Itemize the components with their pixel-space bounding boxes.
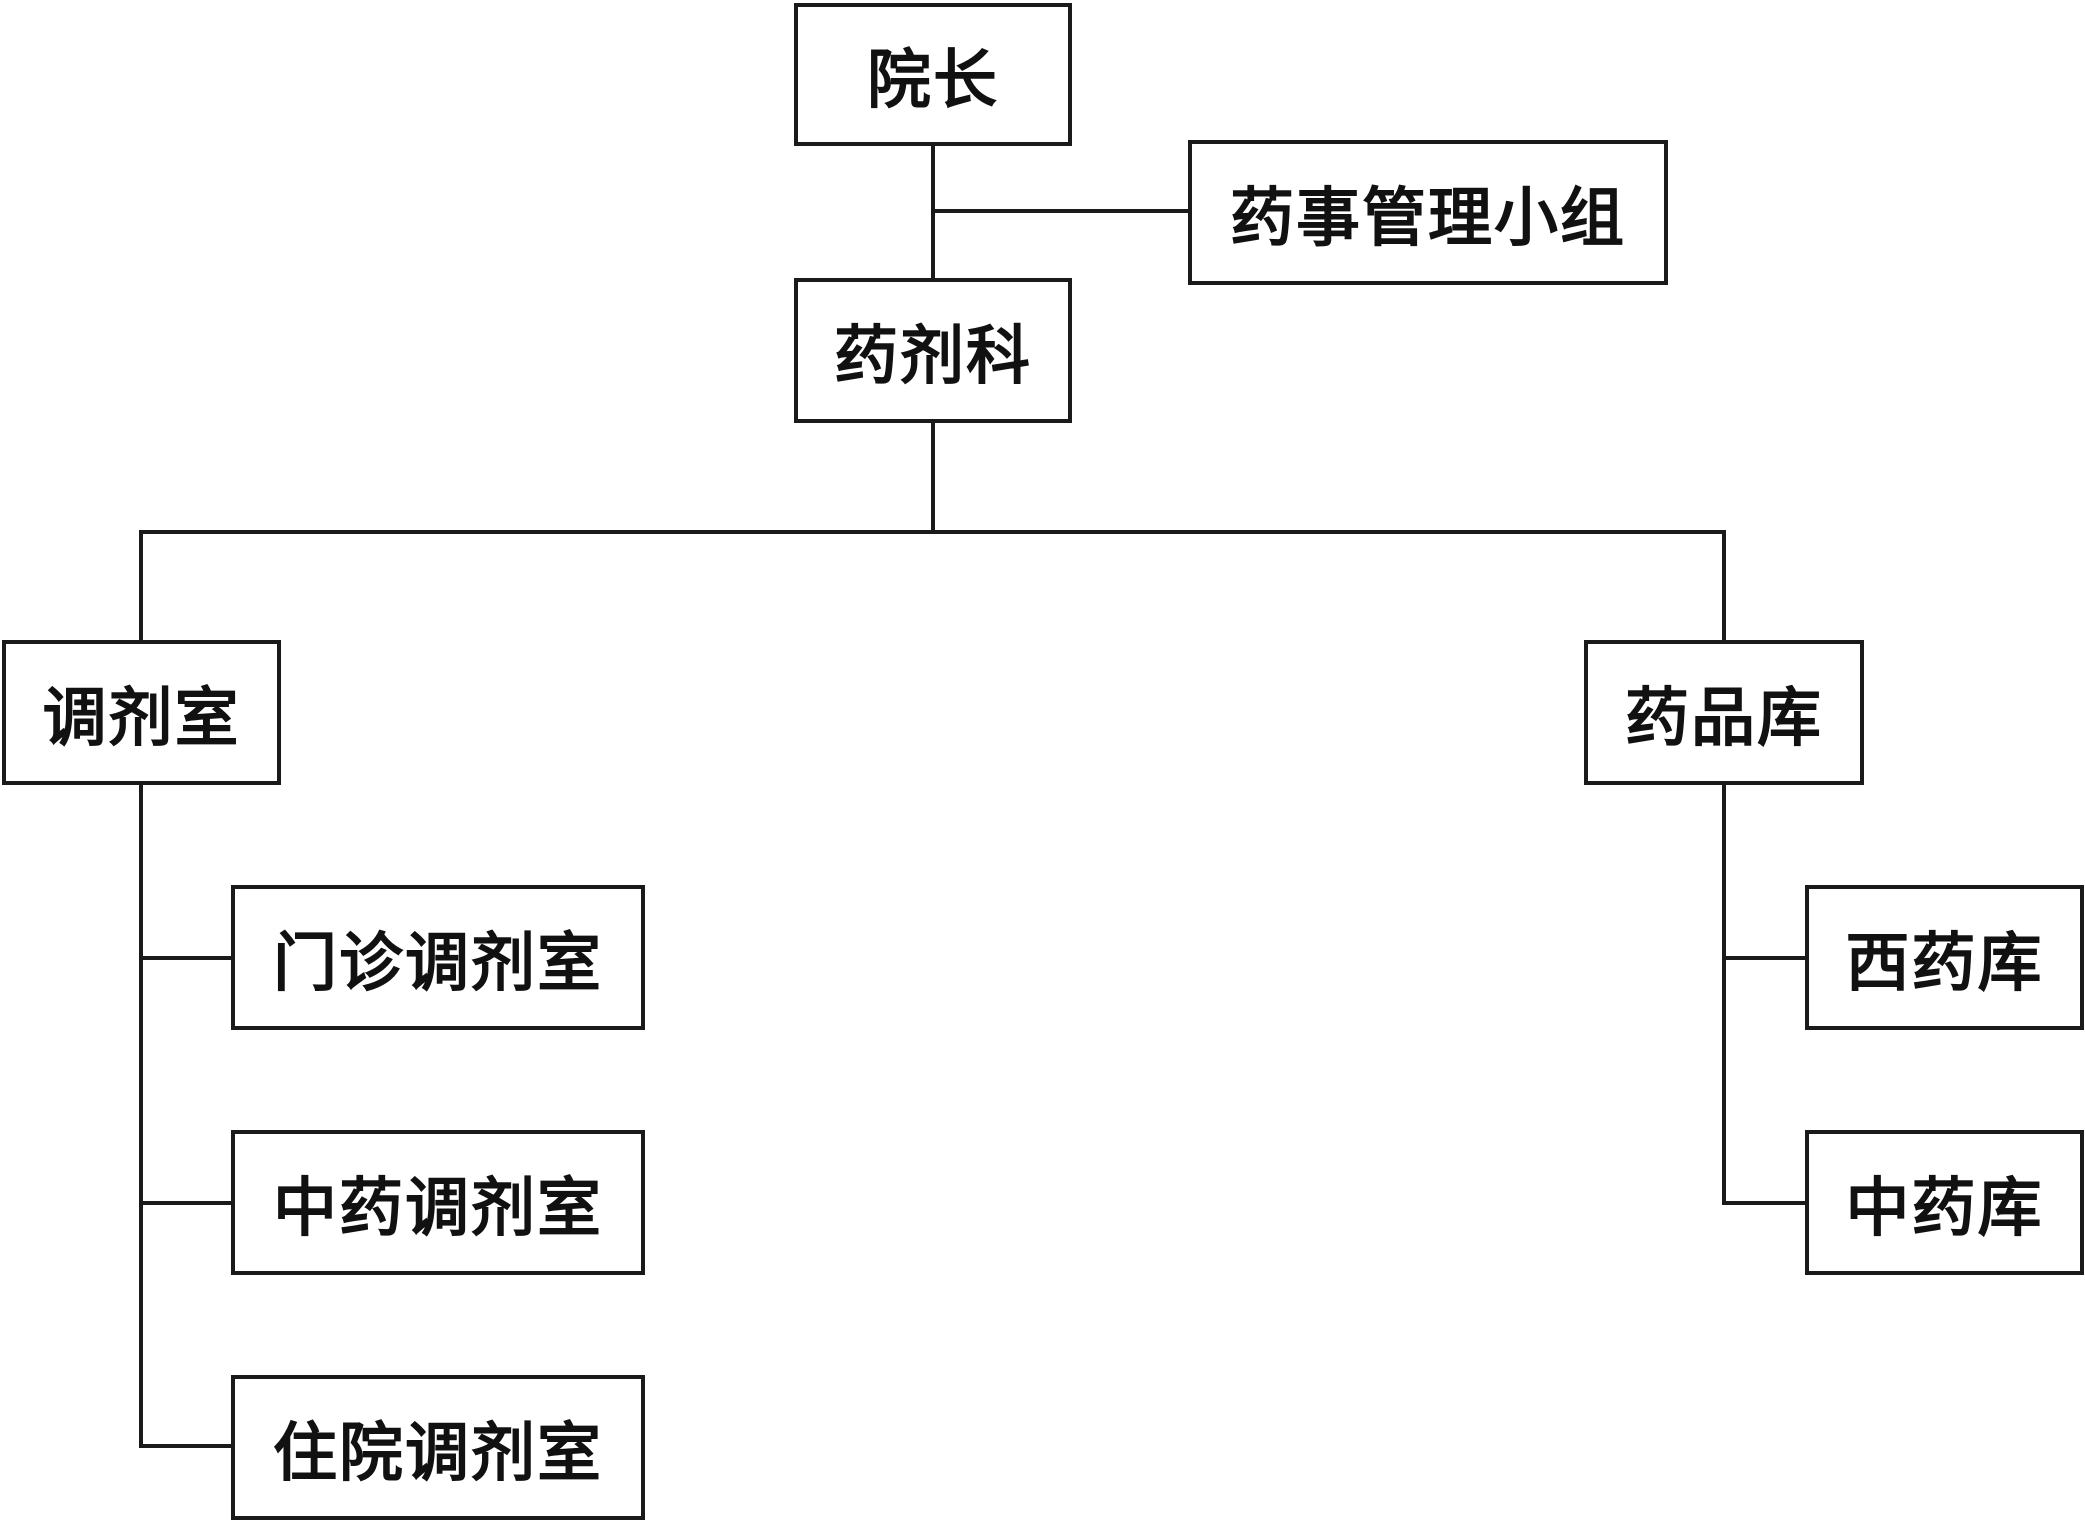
connector-to-western-warehouse xyxy=(1722,956,1808,960)
connector-to-outpatient xyxy=(139,956,234,960)
node-pharmacy-committee: 药事管理小组 xyxy=(1188,140,1668,285)
connector-department-down xyxy=(931,422,935,534)
connector-dispensary-vertical xyxy=(139,783,143,1448)
connector-to-tcm-warehouse xyxy=(1722,1201,1808,1205)
node-western-drug-warehouse: 西药库 xyxy=(1805,885,2084,1030)
node-pharmacy-department: 药剂科 xyxy=(794,278,1072,423)
node-president: 院长 xyxy=(794,3,1072,146)
node-inpatient-dispensary: 住院调剂室 xyxy=(231,1375,645,1520)
node-drug-warehouse: 药品库 xyxy=(1584,640,1864,785)
connector-to-inpatient xyxy=(139,1444,234,1448)
connector-to-committee xyxy=(931,209,1191,213)
node-dispensary: 调剂室 xyxy=(2,640,281,785)
connector-president-to-department xyxy=(931,145,935,282)
connector-horizontal-branch xyxy=(139,530,1726,534)
node-tcm-drug-warehouse: 中药库 xyxy=(1805,1130,2084,1275)
connector-to-dispensary xyxy=(139,530,143,643)
connector-warehouse-vertical xyxy=(1722,783,1726,1205)
connector-to-tcm-dispensary xyxy=(139,1201,234,1205)
node-outpatient-dispensary: 门诊调剂室 xyxy=(231,885,645,1030)
connector-to-drug-warehouse xyxy=(1722,530,1726,643)
node-tcm-dispensary: 中药调剂室 xyxy=(231,1130,645,1275)
